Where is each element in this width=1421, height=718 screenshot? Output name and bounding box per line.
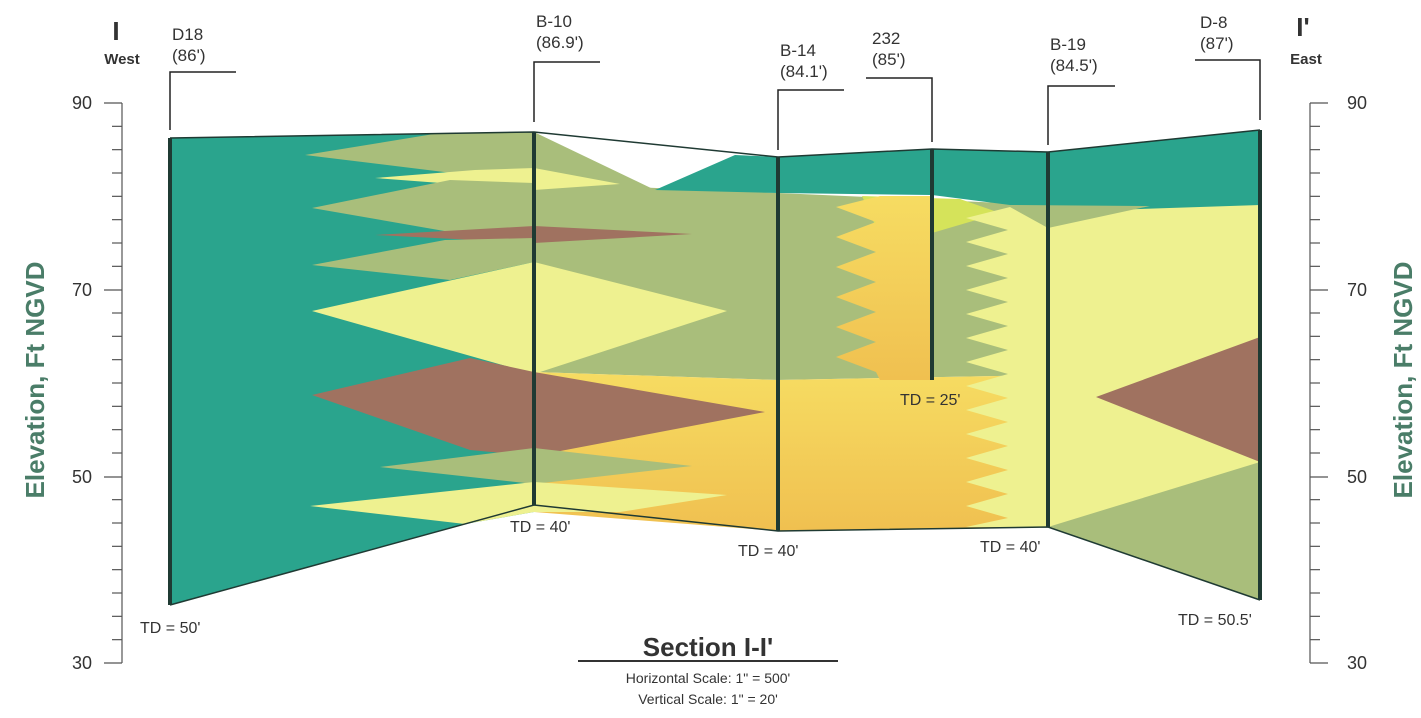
boring-elev-d18: (86')	[172, 46, 205, 65]
stratum-teal-top	[655, 130, 1260, 212]
right-tick-label-70: 70	[1347, 280, 1367, 300]
stratum-brown-east	[1096, 337, 1260, 462]
left-tick-label-50: 50	[72, 467, 92, 487]
bracket-b10	[533, 61, 600, 122]
boring-td-d18: TD = 50'	[140, 620, 200, 637]
boring-name-d8: D-8	[1200, 13, 1227, 32]
boring-name-232: 232	[872, 29, 900, 48]
boring-elev-b10: (86.9')	[536, 33, 584, 52]
stratum-pale-lens-3	[310, 482, 727, 524]
left-tick-label-30: 30	[72, 653, 92, 673]
boring-elev-232: (85')	[872, 50, 905, 69]
left-tick-label-70: 70	[72, 280, 92, 300]
boring-td-b14: TD = 40'	[738, 543, 798, 560]
boring-td-d8: TD = 50.5'	[1178, 612, 1252, 629]
stratum-zigzag-east	[966, 207, 1048, 527]
boring-name-b19: B-19	[1050, 35, 1086, 54]
section-top-outline	[169, 129, 1261, 158]
bracket-d8	[1195, 59, 1261, 120]
section-end-right-direction: East	[1290, 51, 1322, 68]
boring-elev-b19: (84.5')	[1050, 56, 1098, 75]
section-end-left-mark: I	[112, 16, 119, 46]
boring-td-b19: TD = 40'	[980, 539, 1040, 556]
boring-brackets	[169, 59, 1261, 150]
right-elevation-axis	[1309, 102, 1328, 664]
right-axis-title: Elevation, Ft NGVD	[1388, 262, 1418, 499]
boring-name-b14: B-14	[780, 41, 816, 60]
stratum-pale-lens-1	[375, 168, 620, 190]
boring-elev-d8: (87')	[1200, 34, 1233, 53]
boring-td-b10: TD = 40'	[510, 519, 570, 536]
section-end-markers: I West I' East	[104, 12, 1322, 68]
bracket-232	[866, 77, 933, 142]
right-tick-label-30: 30	[1347, 653, 1367, 673]
right-tick-label-90: 90	[1347, 93, 1367, 113]
stratum-pale-lens-2	[312, 262, 727, 374]
left-elevation-axis	[104, 102, 123, 664]
bracket-b14	[777, 89, 844, 150]
boring-lines	[168, 130, 1262, 605]
right-tick-label-50: 50	[1347, 467, 1367, 487]
stratum-sage-lens-3	[312, 238, 534, 280]
bracket-d18	[169, 71, 236, 130]
section-end-left-direction: West	[104, 51, 140, 68]
stratum-brown-lens-2	[312, 358, 765, 456]
boring-name-d18: D18	[172, 25, 203, 44]
boring-labels: D18 (86') B-10 (86.9') B-14 (84.1') 232 …	[140, 12, 1252, 637]
left-axis-title: Elevation, Ft NGVD	[20, 262, 50, 499]
horizontal-scale: Horizontal Scale: 1" = 500'	[626, 670, 790, 686]
stratum-sage-bottom-east	[1048, 462, 1260, 600]
left-tick-label-90: 90	[72, 93, 92, 113]
vertical-scale: Vertical Scale: 1" = 20'	[638, 691, 778, 707]
stratum-zigzag-west	[836, 196, 932, 380]
section-title: Section I-I'	[643, 632, 773, 662]
section-end-right-mark: I'	[1296, 12, 1309, 42]
boring-td-232: TD = 25'	[900, 392, 960, 409]
boring-elev-b14: (84.1')	[780, 62, 828, 81]
stratum-sage-wedge	[1010, 205, 1150, 228]
strata	[170, 130, 1260, 605]
boring-name-b10: B-10	[536, 12, 572, 31]
bracket-b19	[1047, 85, 1115, 145]
